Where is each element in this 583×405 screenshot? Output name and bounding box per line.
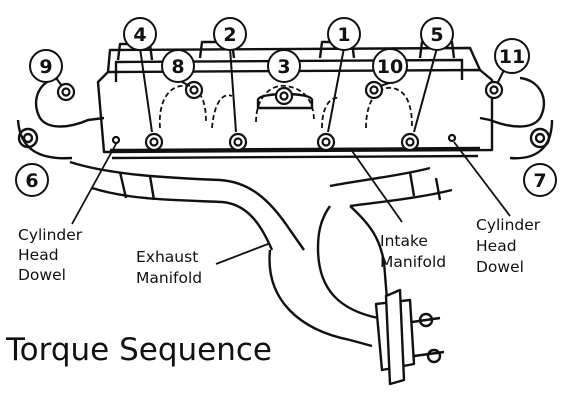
bolt-number-3: 3 bbox=[277, 56, 290, 78]
bolt-1-head bbox=[316, 132, 336, 152]
bolt-9-head bbox=[56, 82, 76, 102]
callout-circle-9 bbox=[29, 49, 63, 83]
bolt-number-9: 9 bbox=[39, 56, 52, 78]
exhaust-manifold-drawing bbox=[69, 160, 453, 386]
callout-circle-7 bbox=[523, 163, 557, 197]
callout-circle-4 bbox=[123, 17, 157, 51]
callout-circle-3 bbox=[267, 49, 301, 83]
bolt-number-4: 4 bbox=[133, 24, 146, 46]
label-intake-line1: Intake bbox=[380, 232, 428, 250]
bolt-3-head bbox=[274, 86, 294, 106]
bolt-10-head bbox=[364, 80, 384, 100]
label-cylinder-head-dowel-left: Cylinder Head Dowel bbox=[18, 226, 83, 284]
callout-numbers: 1 2 3 4 5 6 7 8 9 10 11 bbox=[25, 24, 546, 192]
callout-circle-2 bbox=[213, 17, 247, 51]
callouts bbox=[15, 17, 557, 197]
bolt-number-7: 7 bbox=[533, 170, 546, 192]
label-exhaust-manifold: Exhaust Manifold bbox=[136, 248, 202, 287]
bolt-11-head bbox=[484, 80, 504, 100]
label-cylinder-head-dowel-right: Cylinder Head Dowel bbox=[476, 216, 541, 276]
label-leaders bbox=[71, 141, 511, 265]
label-cyl-left-line2: Head bbox=[18, 246, 59, 264]
callout-circle-6 bbox=[15, 163, 49, 197]
callout-circle-5 bbox=[420, 17, 454, 51]
callout-circle-1 bbox=[327, 17, 361, 51]
label-cyl-right-line3: Dowel bbox=[476, 258, 524, 276]
bolt-5-head bbox=[400, 132, 420, 152]
bolt-number-11: 11 bbox=[499, 46, 525, 68]
label-exhaust-line1: Exhaust bbox=[136, 248, 198, 266]
callout-circle-8 bbox=[161, 49, 195, 83]
label-cyl-right-line2: Head bbox=[476, 237, 517, 255]
label-exhaust-line2: Manifold bbox=[136, 269, 202, 287]
callout-circle-11 bbox=[494, 38, 530, 74]
label-cyl-left-line1: Cylinder bbox=[18, 226, 83, 244]
bolt-heads bbox=[56, 80, 504, 152]
bolt-number-5: 5 bbox=[430, 24, 443, 46]
label-intake-line2: Manifold bbox=[380, 253, 446, 271]
bolt-number-1: 1 bbox=[337, 24, 350, 46]
diagram-title: Torque Sequence bbox=[5, 332, 272, 368]
bolt-number-10: 10 bbox=[377, 56, 403, 78]
label-cyl-left-line3: Dowel bbox=[18, 266, 66, 284]
dowel-left bbox=[111, 135, 121, 145]
bolt-2-head bbox=[228, 132, 248, 152]
label-cyl-right-line1: Cylinder bbox=[476, 216, 541, 234]
bolt-number-6: 6 bbox=[25, 170, 38, 192]
callout-circle-10 bbox=[372, 48, 408, 84]
dowel-right bbox=[447, 133, 457, 143]
label-intake-manifold: Intake Manifold bbox=[380, 232, 446, 271]
bolt-number-8: 8 bbox=[171, 56, 184, 78]
bolt-number-2: 2 bbox=[223, 24, 236, 46]
bolt-4-head bbox=[144, 132, 164, 152]
